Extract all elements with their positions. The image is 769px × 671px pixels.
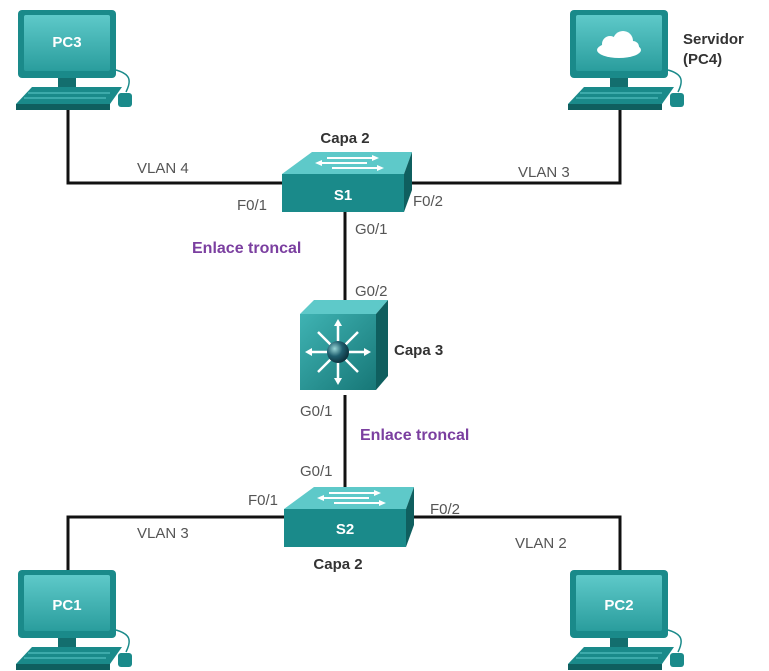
pc1-computer: PC1: [15, 569, 133, 671]
pc3-computer: PC3: [15, 9, 133, 111]
s1-label: S1: [334, 187, 352, 204]
port-s1-g01: G0/1: [355, 221, 388, 238]
trunk-label-bottom: Enlace troncal: [360, 427, 469, 444]
s2-label: S2: [336, 521, 354, 538]
cable-pc3-s1: [66, 105, 284, 185]
port-s1-f01: F0/1: [237, 197, 267, 214]
server-name-label: Servidor: [683, 31, 744, 48]
s1-layer-label: Capa 2: [320, 130, 369, 147]
l3-layer-label: Capa 3: [394, 342, 443, 359]
port-s2-f01: F0/1: [248, 492, 278, 509]
pc3-label: PC3: [52, 34, 81, 51]
port-l3-g02: G0/2: [355, 283, 388, 300]
port-s1-f02: F0/2: [413, 193, 443, 210]
port-l3-g01: G0/1: [300, 403, 333, 420]
vlan-label-pc1: VLAN 3: [137, 525, 189, 542]
cloud-icon: [597, 31, 641, 58]
pc2-computer: PC2: [567, 569, 685, 671]
layer3-switch: [300, 300, 388, 390]
vlan-label-pc2: VLAN 2: [515, 535, 567, 552]
server-pc4-computer: [567, 9, 685, 111]
server-id-label: (PC4): [683, 51, 722, 68]
s2-layer-label: Capa 2: [313, 556, 362, 573]
pc1-label: PC1: [52, 597, 81, 614]
vlan-label-server: VLAN 3: [518, 164, 570, 181]
port-s2-g01: G0/1: [300, 463, 333, 480]
pc2-label: PC2: [604, 597, 633, 614]
cable-pc2-s2: [405, 515, 622, 570]
switch-s2: S2: [283, 486, 415, 548]
vlan-label-pc3: VLAN 4: [137, 160, 189, 177]
trunk-label-top: Enlace troncal: [192, 240, 301, 257]
cable-pc1-s2: [66, 515, 284, 570]
cable-server-s1: [405, 105, 622, 185]
switch-s1: S1: [281, 151, 413, 213]
port-s2-f02: F0/2: [430, 501, 460, 518]
